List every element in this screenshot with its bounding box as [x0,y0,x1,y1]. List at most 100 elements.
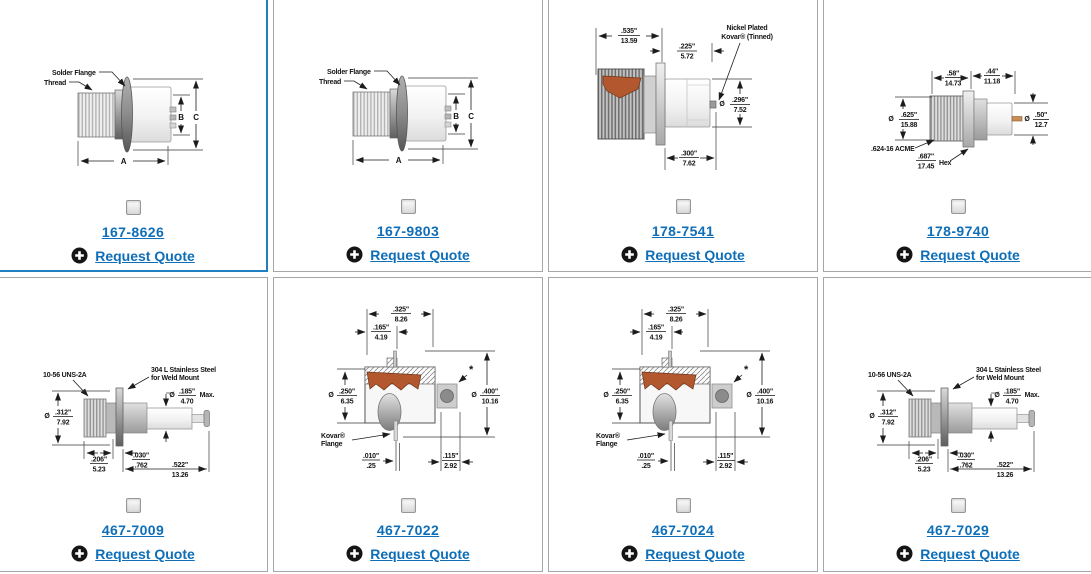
part-number-link[interactable]: 467-7009 [101,522,165,538]
dim-mm-label: 2.92 [719,463,732,470]
select-checkbox[interactable] [125,498,141,513]
part-number-link[interactable]: 178-9740 [926,223,990,239]
diameter-symbol: Ø [603,392,609,399]
technical-drawing: 10-56 UNS-2A 304 L Stainless Steel for W… [0,278,266,493]
plus-circle-icon[interactable] [71,247,88,264]
request-quote-row: Request Quote [621,246,745,263]
dim-mm-label: 5.72 [681,54,694,61]
annotation-label: Thread [319,79,341,86]
diameter-symbol: Ø [1024,116,1030,123]
plus-circle-icon[interactable] [71,545,88,562]
request-quote-link[interactable]: Request Quote [920,545,1020,562]
dim-mm-label: 12.7 [1035,122,1048,129]
request-quote-link[interactable]: Request Quote [95,545,195,562]
part-number-link[interactable]: 467-7022 [376,522,440,538]
plus-circle-icon[interactable] [896,246,913,263]
drawing-geometry [83,387,210,447]
dim-letter: B [453,112,459,121]
product-card: .58" 14.73 .44" 11.18 Ø .625" 15.88 [823,0,1091,272]
part-number-link[interactable]: 167-9803 [376,223,440,239]
part-number-link[interactable]: 467-7024 [651,522,715,538]
drawing-geometry [352,75,452,152]
dim-inch-label: .165" [373,325,389,332]
request-quote-link[interactable]: Request Quote [645,545,745,562]
select-checkbox[interactable] [675,199,691,214]
select-checkbox[interactable] [950,498,966,513]
plus-circle-icon[interactable] [346,545,363,562]
part-number-link[interactable]: 467-7029 [926,522,990,538]
dim-mm-label: 5.23 [93,467,106,474]
part-number-link[interactable]: 178-7541 [651,223,715,239]
dim-inch-label: .522" [172,462,188,469]
dim-inch-label: .535" [621,28,637,35]
annotation-label: Solder Flange [52,70,96,77]
dim-mm-label: 4.19 [375,335,388,342]
technical-drawing: .325" 8.26 .165" 4.19 * Ø .250" 6.35 [550,278,816,493]
diameter-symbol: Ø [869,413,875,420]
dim-inch-label: .185" [179,389,195,396]
dim-mm-label: 7.92 [57,420,70,427]
technical-drawing: Solder Flange Thread B C A [0,0,266,195]
dim-inch-label: .300" [681,151,697,158]
request-quote-link[interactable]: Request Quote [920,246,1020,263]
request-quote-link[interactable]: Request Quote [370,545,470,562]
product-card: 10-56 UNS-2A 304 L Stainless Steel for W… [823,277,1091,572]
dim-mm-label: 11.18 [984,79,1000,86]
dim-inch-label: .165" [648,325,664,332]
annotation-label: for Weld Mount [976,375,1025,382]
product-card: .325" 8.26 .165" 4.19 * Ø .250" 6.35 [273,277,543,572]
dim-mm-label: 14.73 [945,81,962,88]
technical-drawing: .535" 13.59 .225" 5.72 Nickel Plated Kov… [550,0,816,194]
request-quote-link[interactable]: Request Quote [95,247,195,264]
drawing-annotations: 10-56 UNS-2A 304 L Stainless Steel for W… [43,367,216,479]
dim-mm-label: 6.35 [616,399,629,406]
dim-mm-label: 8.26 [670,317,683,324]
plus-circle-icon[interactable] [346,246,363,263]
dim-inch-label: .522" [997,462,1013,469]
part-number-link[interactable]: 167-8626 [101,224,165,240]
plus-circle-icon[interactable] [621,246,638,263]
request-quote-row: Request Quote [896,246,1020,263]
drawing-geometry [929,90,1023,148]
request-quote-link[interactable]: Request Quote [645,246,745,263]
dim-mm-label: 7.52 [734,107,747,114]
dim-inch-label: .325" [393,307,409,314]
dim-letter: C [193,113,199,122]
technical-drawing: .58" 14.73 .44" 11.18 Ø .625" 15.88 [825,0,1091,194]
request-quote-row: Request Quote [621,545,745,562]
select-checkbox[interactable] [950,199,966,214]
drawing-annotations: .325" 8.26 .165" 4.19 * Ø .250" 6.35 [321,307,500,471]
drawing-annotations: Solder Flange Thread B C A [44,70,203,166]
select-checkbox[interactable] [125,200,141,215]
dim-mm-label: 4.70 [181,399,194,406]
select-checkbox[interactable] [675,498,691,513]
plus-circle-icon[interactable] [896,545,913,562]
drawing-geometry [364,350,458,441]
dim-inch-label: .312" [880,410,896,417]
select-checkbox[interactable] [400,199,416,214]
dim-mm-label: 13.59 [621,38,638,45]
dim-inch-label: .225" [679,44,695,51]
dim-inch-label: .44" [986,69,998,76]
dim-mm-label: .25 [641,463,650,470]
dim-mm-label: 10.16 [757,399,774,406]
dim-inch-label: .58" [947,71,959,78]
diameter-symbol: Ø [888,116,894,123]
annotation-label: Hex [939,160,952,167]
select-checkbox[interactable] [400,498,416,513]
annotation-label: 304 L Stainless Steel [976,367,1041,374]
request-quote-link[interactable]: Request Quote [370,246,470,263]
asterisk-note: * [469,364,474,376]
dim-mm-label: 8.26 [395,317,408,324]
dim-mm-label: .762 [960,463,973,470]
dim-mm-label: 4.70 [1006,399,1019,406]
diameter-symbol: Ø [169,392,175,399]
plus-circle-icon[interactable] [621,545,638,562]
technical-drawing: 10-56 UNS-2A 304 L Stainless Steel for W… [825,278,1091,493]
dim-inch-label: .400" [482,389,498,396]
dim-inch-label: .296" [732,97,748,104]
dim-inch-label: .400" [757,389,773,396]
request-quote-row: Request Quote [346,545,470,562]
